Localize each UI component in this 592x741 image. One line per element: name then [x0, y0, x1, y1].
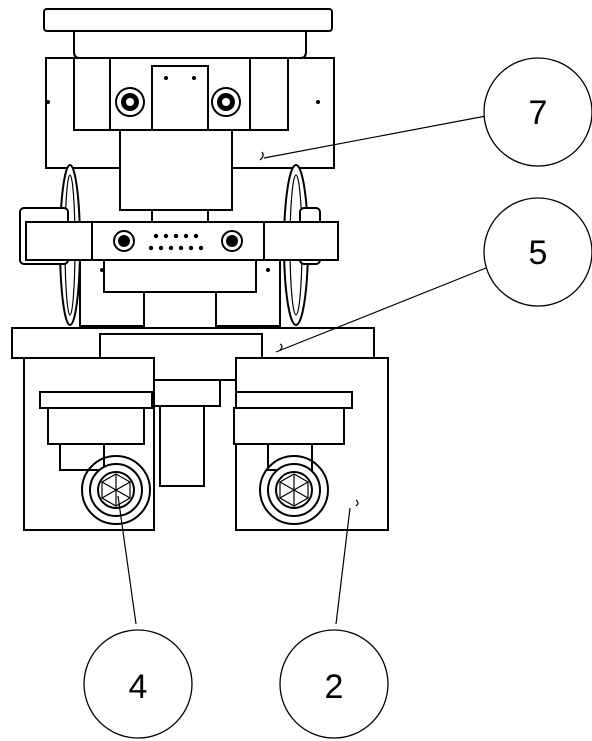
callout-4: 4: [83, 629, 193, 739]
leader-lines: [117, 115, 487, 625]
callout-4-number: 4: [129, 668, 148, 706]
upper-bracket: [45, 57, 335, 227]
hex-bolt-right: [259, 455, 329, 525]
hex-bolt-left: [81, 455, 151, 525]
cross-bar: [25, 221, 339, 261]
callout-7: 7: [483, 57, 592, 167]
middle-block: [79, 259, 281, 329]
callout-7-number: 7: [529, 94, 548, 132]
top-plate: [43, 8, 333, 59]
callout-5-number: 5: [529, 234, 548, 272]
callout-2-number: 2: [325, 668, 344, 706]
callout-5: 5: [483, 197, 592, 307]
callout-2: 2: [279, 629, 389, 739]
